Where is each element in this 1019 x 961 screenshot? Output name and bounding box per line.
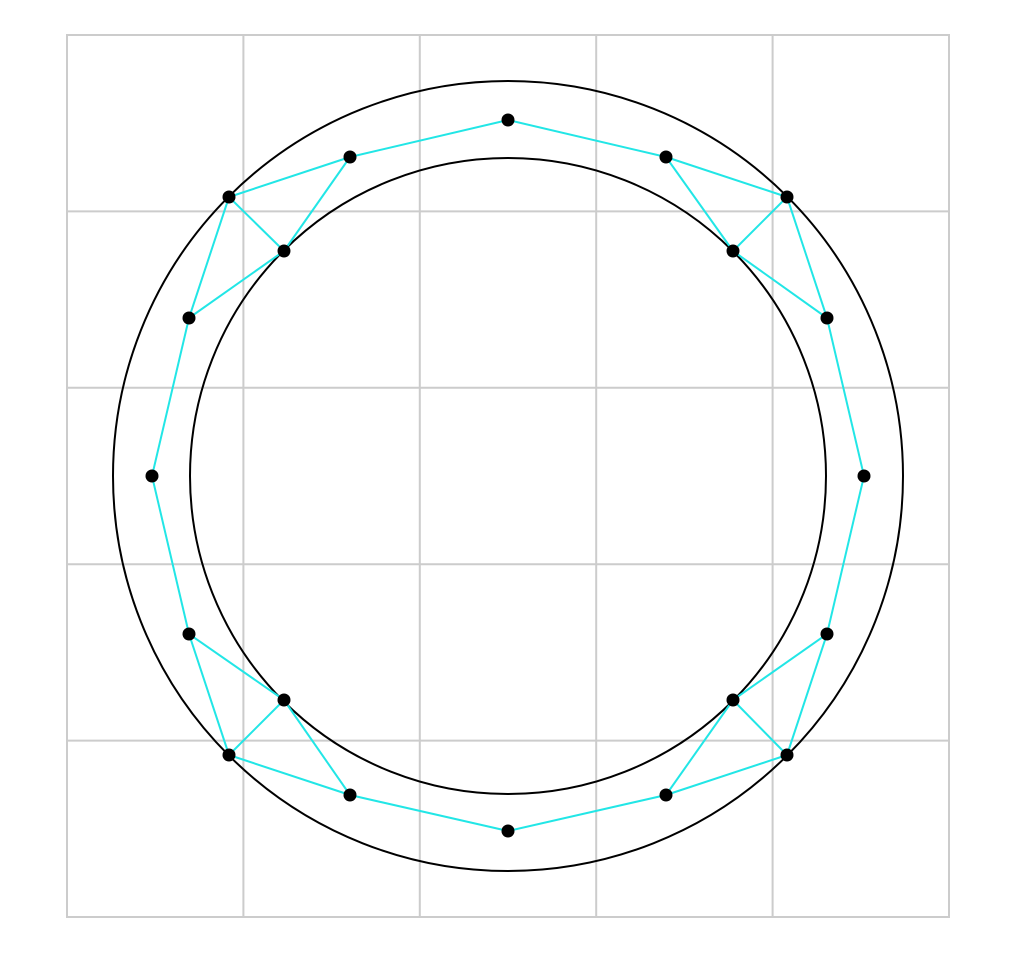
- truss-edge: [732, 196, 788, 252]
- truss-node: [726, 244, 740, 258]
- grid-frame: [66, 34, 950, 918]
- truss-edge: [188, 196, 230, 319]
- truss-node: [780, 748, 794, 762]
- inner-ring: [189, 157, 827, 795]
- truss-node: [182, 311, 196, 325]
- truss-node: [145, 469, 159, 483]
- truss-edge: [151, 475, 190, 635]
- truss-edge: [283, 699, 351, 796]
- background-grid: [66, 34, 950, 918]
- truss-edge: [732, 250, 828, 319]
- truss-edge: [188, 633, 285, 701]
- truss-node: [780, 190, 794, 204]
- truss-edge: [665, 156, 788, 198]
- truss-node: [659, 788, 673, 802]
- truss-edges: [151, 119, 865, 832]
- truss-node: [222, 748, 236, 762]
- truss-nodes: [145, 113, 871, 838]
- truss-edge: [732, 699, 788, 756]
- truss-edge: [665, 754, 788, 796]
- truss-edge: [507, 794, 667, 832]
- truss-edge: [507, 119, 667, 158]
- truss-node: [277, 693, 291, 707]
- truss-node: [182, 627, 196, 641]
- truss-node: [501, 113, 515, 127]
- truss-edge: [228, 699, 285, 756]
- truss-node: [343, 788, 357, 802]
- truss-node: [277, 244, 291, 258]
- truss-edge: [349, 119, 509, 158]
- truss-edge: [228, 754, 351, 796]
- truss-edge: [228, 196, 285, 252]
- truss-edge: [826, 317, 865, 477]
- truss-node: [222, 190, 236, 204]
- ring-layer: [112, 80, 904, 872]
- truss-edge: [188, 250, 285, 319]
- truss-edge: [188, 633, 230, 756]
- outer-ring: [112, 80, 904, 872]
- truss-edge: [228, 156, 351, 198]
- truss-node: [659, 150, 673, 164]
- truss-edge: [786, 633, 828, 756]
- truss-node: [857, 469, 871, 483]
- truss-edge: [283, 156, 351, 252]
- truss-node: [726, 693, 740, 707]
- truss-edge: [665, 699, 734, 796]
- truss-edge: [732, 633, 828, 701]
- truss-edge: [349, 794, 509, 832]
- truss-edge: [826, 475, 865, 635]
- truss-node: [820, 311, 834, 325]
- truss-edge: [151, 317, 190, 477]
- truss-node: [501, 824, 515, 838]
- truss-node: [343, 150, 357, 164]
- truss-edge: [786, 196, 828, 319]
- truss-edge: [665, 156, 734, 252]
- truss-node: [820, 627, 834, 641]
